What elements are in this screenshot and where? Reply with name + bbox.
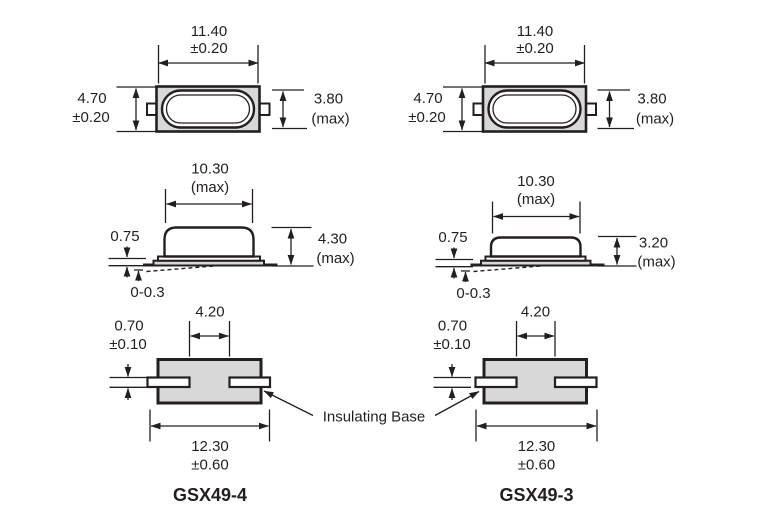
dim-lid-value: 3.80 (637, 91, 666, 108)
dim-overall-width-value: 12.30 (518, 438, 556, 455)
dim-height-value: 4.70 (413, 90, 442, 107)
dim-width-tolerance: ±0.20 (516, 40, 553, 57)
lead-tab-right (585, 102, 597, 116)
dim-overall-width-value: 12.30 (191, 438, 229, 455)
can-outline (489, 236, 582, 258)
dim-body-width-value: 10.30 (191, 161, 229, 178)
dim-pad-gap-value: 4.20 (195, 304, 224, 321)
dim-body-width-max: (max) (517, 191, 555, 208)
side-view-gsx49-4: 10.30 (max) 4.30 (max) 0.75 0-0.3 (108, 161, 355, 301)
dim-width-value: 11.40 (191, 23, 227, 40)
leader-arrow-right (434, 390, 480, 417)
dim-standoff-value: 0-0.3 (130, 284, 164, 301)
lead-pad-right (553, 376, 598, 389)
dim-lead-thickness-value: 0.75 (110, 228, 139, 245)
dim-can-height-value: 3.20 (639, 235, 668, 252)
dim-lead-width-tolerance: ±0.10 (433, 336, 470, 353)
lead-pad-left (146, 376, 191, 389)
top-view-gsx49-3: 11.40 ±0.20 4.70 ±0.20 3.80 (max) (408, 23, 674, 133)
dim-pad-gap-value: 4.20 (521, 304, 550, 321)
dim-lid-max: (max) (636, 111, 674, 128)
crystal-outline-inner (165, 94, 251, 124)
dim-height-tolerance: ±0.20 (408, 109, 445, 126)
insulating-base-label: Insulating Base (323, 409, 426, 426)
dim-lead-width-tolerance: ±0.10 (109, 336, 146, 353)
crystal-outline-outer (160, 89, 256, 129)
dim-height-value: 4.70 (77, 90, 106, 107)
top-view-gsx49-4: 11.40 ±0.20 4.70 ±0.20 3.80 (max) (72, 23, 350, 133)
dim-overall-width-tolerance: ±0.60 (518, 457, 555, 474)
bottom-view-gsx49-4: 4.20 0.70 ±0.10 12.30 ±0.60 GSX49-4 (109, 304, 272, 505)
dim-height-tolerance: ±0.20 (72, 109, 109, 126)
dim-width-value: 11.40 (517, 23, 553, 40)
side-view-gsx49-3: 10.30 (max) 3.20 (max) 0.75 0-0.3 (435, 173, 676, 302)
dim-overall-width-tolerance: ±0.60 (191, 457, 228, 474)
can-outline (163, 226, 255, 258)
dim-lead-width-value: 0.70 (114, 318, 143, 335)
dim-can-height-max: (max) (637, 254, 675, 271)
dim-lead-width-value: 0.70 (438, 318, 467, 335)
lead-pad-right (228, 376, 272, 389)
bottom-view-gsx49-3: 4.20 0.70 ±0.10 12.30 ±0.60 GSX49-3 (433, 304, 598, 505)
lead-tab-right (258, 102, 271, 116)
dim-lead-thickness-value: 0.75 (438, 229, 467, 246)
dim-can-height-value: 4.30 (318, 231, 347, 248)
dim-can-height-max: (max) (316, 250, 354, 267)
crystal-outline-outer (487, 89, 582, 129)
dim-body-width-value: 10.30 (517, 173, 555, 190)
lead-pad-left (474, 376, 518, 389)
dim-lid-value: 3.80 (314, 91, 343, 108)
dim-lid-max: (max) (311, 111, 349, 128)
part-number-label: GSX49-4 (173, 485, 247, 505)
dim-standoff-value: 0-0.3 (456, 285, 490, 302)
insulating-base-annotation: Insulating Base (263, 390, 480, 426)
leader-arrow-left (263, 390, 314, 417)
dim-body-width-max: (max) (191, 179, 229, 196)
part-number-label: GSX49-3 (499, 485, 573, 505)
crystal-outline-inner (492, 94, 577, 124)
dim-width-tolerance: ±0.20 (190, 40, 227, 57)
